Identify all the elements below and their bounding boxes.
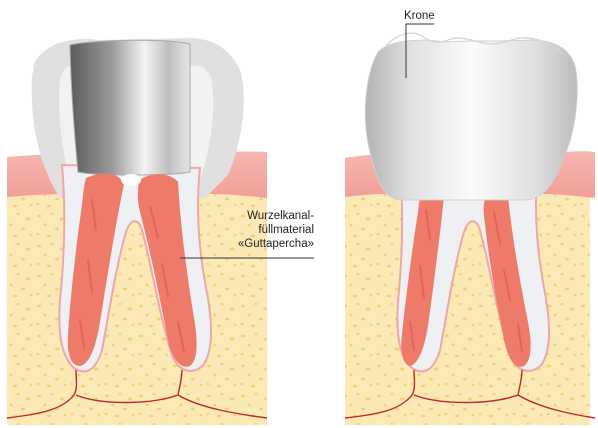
crown-right <box>365 40 577 200</box>
right-panel <box>345 24 595 425</box>
guttapercha-label-line1: Wurzelkanal- <box>214 209 314 223</box>
guttapercha-label: Wurzelkanal- füllmaterial «Guttapercha» <box>214 209 314 251</box>
crown-label: Krone <box>404 9 435 23</box>
metal-post-left <box>70 40 190 175</box>
canal-gap-left <box>121 174 141 186</box>
guttapercha-label-line3: «Guttapercha» <box>214 237 314 251</box>
guttapercha-label-line2: füllmaterial <box>214 223 314 237</box>
